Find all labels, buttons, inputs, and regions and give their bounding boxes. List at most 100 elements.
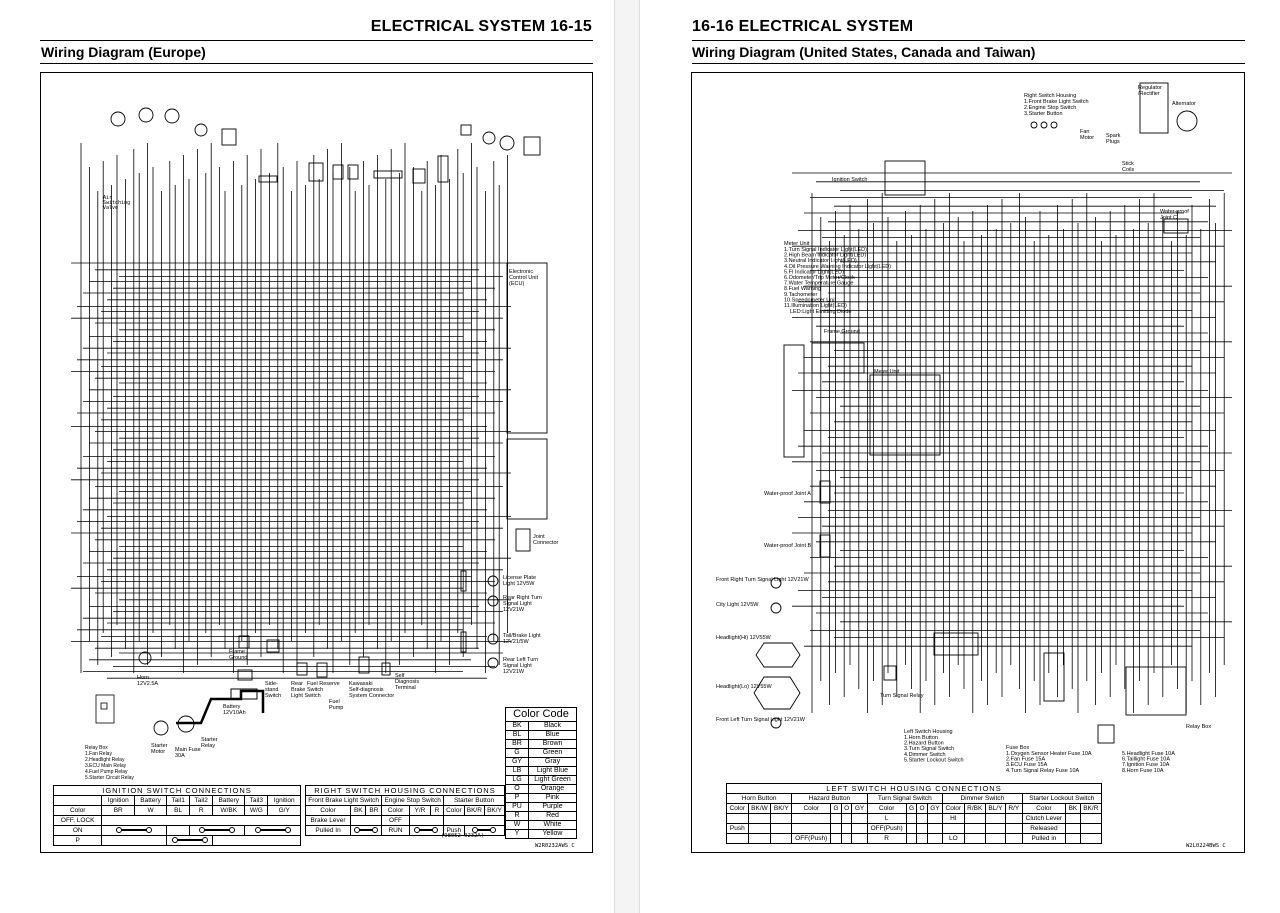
color-code-name: Black	[528, 721, 577, 731]
switch-cell: G	[905, 803, 918, 814]
switch-group: Engine Stop Switch	[381, 795, 445, 806]
switch-cell	[770, 823, 793, 834]
joint-label: Water-proof Joint B	[764, 543, 812, 549]
switch-col: BK	[350, 805, 367, 816]
svg-text:Kawasaki: Kawasaki	[349, 681, 373, 687]
ignition-col: Tail3	[244, 795, 269, 806]
svg-text:Right Switch Housing: Right Switch Housing	[1024, 93, 1076, 99]
relay-box-item: 3.ECU Main Relay	[85, 763, 127, 769]
svg-text:Joint C: Joint C	[1160, 215, 1177, 221]
diagram-code: W2L0224BWS C	[1186, 843, 1226, 849]
switch-cell	[1004, 833, 1023, 844]
joint-label: Water-proof Joint A	[764, 491, 811, 497]
color-code-abbr: R	[505, 811, 529, 821]
color-code-name: Red	[528, 811, 577, 821]
svg-text:Fan: Fan	[1080, 129, 1089, 135]
switch-cell	[350, 815, 383, 826]
svg-text:Rear: Rear	[291, 681, 303, 687]
switch-cell	[916, 823, 928, 834]
ignition-cell	[101, 815, 301, 826]
fuse-item: 6.Taillight Fuse 10A	[1122, 757, 1170, 763]
switch-cell	[443, 815, 505, 826]
switch-cell	[1004, 813, 1023, 824]
color-code-abbr: PU	[505, 802, 529, 812]
relay-box-item: 5.Starter Circuit Relay	[85, 775, 134, 781]
switch-cell	[942, 823, 965, 834]
svg-text:Coils: Coils	[1122, 167, 1134, 173]
switch-group: Horn Button	[725, 793, 793, 804]
svg-text:Brake: Brake	[291, 687, 305, 693]
svg-text:/Rectifier: /Rectifier	[1138, 91, 1160, 97]
left-switch-table-title: LEFT SWITCH HOUSING CONNECTIONS	[726, 783, 1102, 794]
header-rule	[40, 40, 593, 41]
switch-cell: GY	[926, 803, 944, 814]
color-code-name: Yellow	[528, 829, 577, 839]
switch-cell	[916, 833, 928, 844]
switch-cell	[984, 823, 1006, 834]
fuse-box-title: Fuse Box	[1006, 745, 1029, 751]
color-code-name: Light Blue	[528, 766, 577, 776]
ignition-cell: OFF, LOCK	[52, 815, 103, 826]
svg-text:Joint: Joint	[533, 534, 545, 540]
left-switch-title: Left Switch Housing	[904, 729, 953, 735]
switch-cell: Color	[791, 803, 832, 814]
svg-text:Switch: Switch	[265, 693, 281, 699]
right-switch-item: 2.Engine Stop Switch	[1024, 105, 1076, 111]
svg-text:Spark: Spark	[1106, 133, 1121, 139]
switch-cell: Released	[1021, 823, 1067, 834]
led-note: LED:Light Emitting Diode	[790, 309, 851, 315]
wiring-diagram-us: Right Switch Housing 1.Front Brake Light…	[691, 72, 1245, 853]
turn-signal-relay-label: Turn Signal Relay	[880, 693, 924, 699]
meter-unit-item: 10.Speedometer Unit	[784, 297, 836, 303]
ignition-cell	[101, 835, 168, 846]
svg-text:Side-: Side-	[265, 681, 278, 687]
fuse-item: 2.Fan Fuse 15A	[1006, 757, 1045, 763]
meter-unit-item: 2.High Beam Indicator Light(LED)	[784, 253, 866, 259]
color-code-name: Purple	[528, 802, 577, 812]
switch-cell	[905, 833, 918, 844]
switch-cell	[770, 833, 793, 844]
ignition-col: Tail2	[189, 795, 214, 806]
frame-ground-label: Frame Ground	[824, 329, 860, 335]
color-code-name: Light Green	[528, 775, 577, 785]
switch-cell	[926, 823, 944, 834]
fuse-item: 3.ECU Fuse 15A	[1006, 762, 1048, 768]
switch-col: R	[430, 805, 445, 816]
meter-unit-item: 7.Water Temperature Gauge	[784, 281, 853, 287]
left-switch-item: 1.Horn Button	[904, 735, 938, 741]
left-switch-item: 3.Turn Signal Switch	[904, 746, 954, 752]
switch-cell: O	[840, 803, 853, 814]
color-code-abbr: LG	[505, 775, 529, 785]
svg-text:Regulator: Regulator	[1138, 85, 1162, 91]
switch-cell	[840, 813, 853, 824]
switch-cell: BK/W	[747, 803, 772, 814]
switch-cell	[905, 813, 918, 824]
switch-cell	[747, 833, 772, 844]
ignition-cell	[212, 835, 301, 846]
right-switch-table-title: RIGHT SWITCH HOUSING CONNECTIONS	[305, 785, 505, 796]
switch-cell	[851, 813, 868, 824]
ignition-col: Tail1	[166, 795, 191, 806]
svg-text:Frame: Frame	[229, 649, 245, 655]
page-gutter	[614, 0, 640, 913]
switch-cell: Push	[726, 823, 749, 834]
left-light-label: Headlight(Hi) 12V55W	[716, 635, 772, 641]
connection-bar	[408, 825, 445, 836]
svg-text:12V10Ah: 12V10Ah	[223, 710, 246, 716]
switch-cell	[984, 813, 1006, 824]
svg-text:Ground: Ground	[229, 655, 247, 661]
switch-col: BK/Y	[484, 805, 505, 816]
svg-text:Plugs: Plugs	[1106, 139, 1120, 145]
ignition-cell: G/Y	[267, 805, 301, 816]
switch-cell: Pulled In	[304, 825, 352, 836]
svg-text:Light 12V5W: Light 12V5W	[503, 581, 535, 587]
svg-text:Main Fuse: Main Fuse	[175, 747, 201, 753]
switch-cell: G	[830, 803, 842, 814]
switch-cell	[916, 813, 928, 824]
svg-text:Stick: Stick	[1122, 161, 1134, 167]
relay-box-item: 4.Fuel Pump Relay	[85, 769, 128, 775]
diagram-title: Wiring Diagram (Europe)	[41, 44, 206, 60]
color-code-abbr: Y	[505, 829, 529, 839]
color-code-abbr: P	[505, 793, 529, 803]
